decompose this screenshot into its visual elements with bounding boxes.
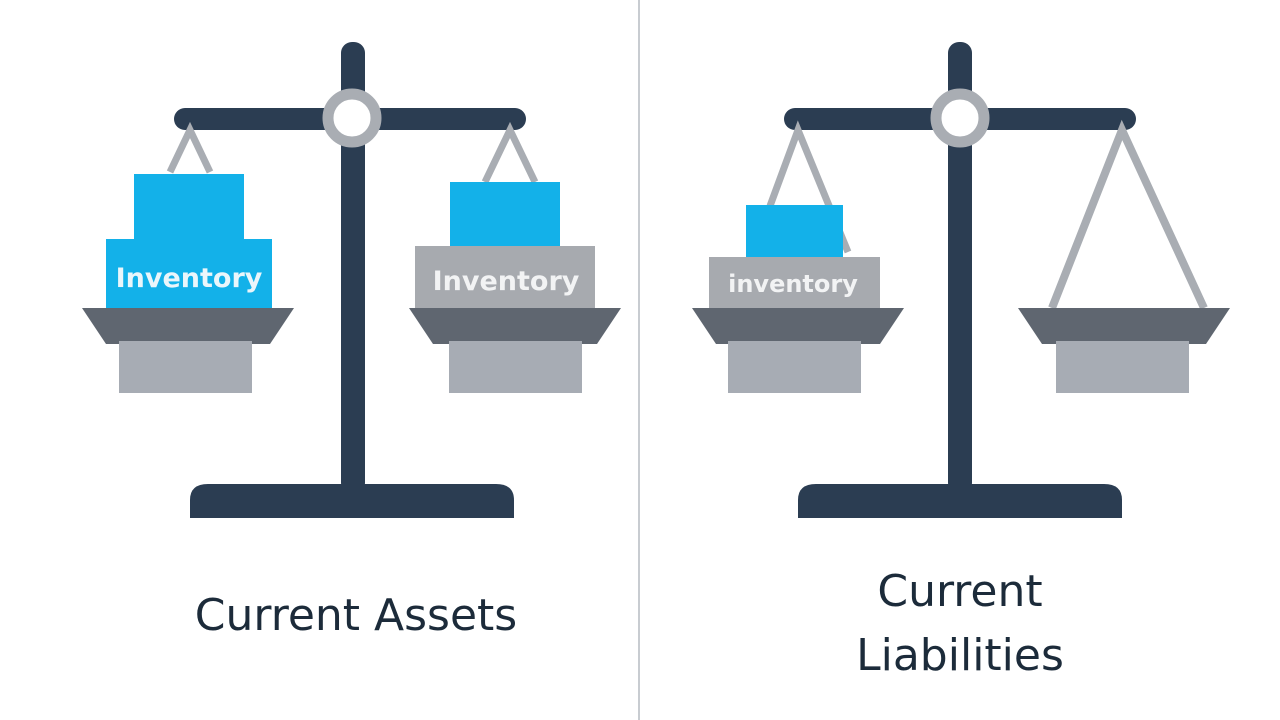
right-pan [1018,308,1230,344]
blue-box [746,205,843,257]
scale-caption-line-2: Liabilities [856,630,1064,681]
right-pan-base [449,341,582,393]
left-pan [82,308,294,344]
blue-box [134,174,244,242]
right-pan-base [1056,341,1189,393]
inventory-label: Inventory [433,266,580,297]
pivot-ring [322,88,382,148]
balance-scale-current-liabilities: inventory Current Liabilities [692,42,1230,681]
scale-base [190,484,514,518]
scale-base [798,484,1122,518]
inventory-label: inventory [728,270,858,298]
left-pan-base [119,341,252,393]
pivot-ring [930,88,990,148]
scale-caption: Current Assets [195,590,517,641]
inventory-box [106,239,272,308]
scale-post [341,42,365,494]
left-pan-base [728,341,861,393]
right-pan [409,308,621,344]
inventory-box [415,246,595,308]
blue-box [450,182,560,248]
right-pan-hanger [481,121,539,184]
inventory-label: Inventory [116,263,263,294]
scale-post [948,42,972,494]
left-pan [692,308,904,344]
balance-scale-current-assets: Inventory Inventory Current Assets [82,42,621,641]
inventory-box [709,257,880,308]
scale-caption-line-1: Current [877,566,1042,617]
right-pan-hanger [1048,119,1208,310]
left-pan-hanger [166,121,214,174]
